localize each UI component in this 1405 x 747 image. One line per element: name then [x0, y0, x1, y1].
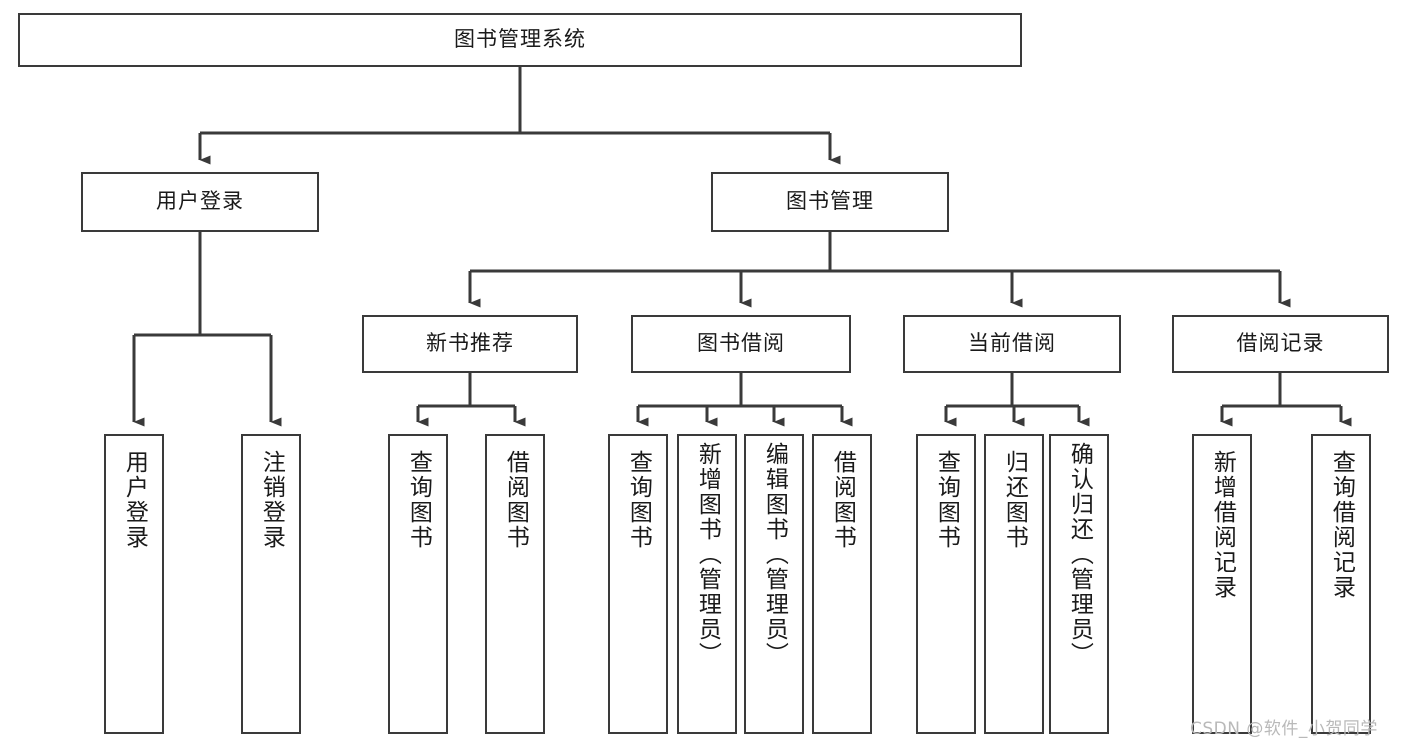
node-label: 查询图书 — [625, 450, 652, 550]
node-label: 新增图书（管理员） — [694, 442, 721, 667]
node-leaf-query-book-current[interactable]: 查询图书 — [916, 434, 976, 734]
node-leaf-edit-book-admin[interactable]: 编辑图书（管理员） — [744, 434, 804, 734]
node-label: 借阅图书 — [502, 450, 529, 550]
node-book-borrow[interactable]: 图书借阅 — [631, 315, 851, 373]
node-label: 借阅记录 — [1236, 331, 1325, 356]
node-label: 图书管理 — [786, 189, 874, 214]
csdn-watermark: CSDN @软件_小贺同学 — [1190, 719, 1378, 739]
node-label: 借阅图书 — [829, 450, 856, 550]
node-leaf-borrow-book-borrow[interactable]: 借阅图书 — [812, 434, 872, 734]
node-label: 查询图书 — [933, 450, 960, 550]
node-borrow-record[interactable]: 借阅记录 — [1172, 315, 1389, 373]
node-label: 新增借阅记录 — [1209, 450, 1236, 600]
node-label: 注销登录 — [258, 450, 285, 550]
node-label: 用户登录 — [121, 450, 148, 550]
node-leaf-confirm-return-admin[interactable]: 确认归还（管理员） — [1049, 434, 1109, 734]
node-label: 查询图书 — [405, 450, 432, 550]
node-leaf-borrow-book-recommend[interactable]: 借阅图书 — [485, 434, 545, 734]
node-user-login[interactable]: 用户登录 — [81, 172, 319, 232]
node-current-borrow[interactable]: 当前借阅 — [903, 315, 1121, 373]
node-label: 归还图书 — [1001, 450, 1028, 550]
node-leaf-query-book-borrow[interactable]: 查询图书 — [608, 434, 668, 734]
node-label: 查询借阅记录 — [1328, 450, 1355, 600]
node-root-system[interactable]: 图书管理系统 — [18, 13, 1022, 67]
node-leaf-add-borrow-record[interactable]: 新增借阅记录 — [1192, 434, 1252, 734]
node-label: 确认归还（管理员） — [1066, 442, 1093, 667]
node-leaf-return-book[interactable]: 归还图书 — [984, 434, 1044, 734]
node-leaf-user-login[interactable]: 用户登录 — [104, 434, 164, 734]
node-label: 图书借阅 — [697, 331, 785, 356]
node-leaf-query-book-recommend[interactable]: 查询图书 — [388, 434, 448, 734]
node-leaf-logout[interactable]: 注销登录 — [241, 434, 301, 734]
node-book-manage[interactable]: 图书管理 — [711, 172, 949, 232]
node-label: 图书管理系统 — [454, 27, 586, 52]
node-label: 新书推荐 — [426, 331, 514, 356]
node-label: 当前借阅 — [968, 331, 1056, 356]
node-label: 用户登录 — [156, 189, 244, 214]
node-leaf-add-book-admin[interactable]: 新增图书（管理员） — [677, 434, 737, 734]
node-leaf-query-borrow-record[interactable]: 查询借阅记录 — [1311, 434, 1371, 734]
node-new-book-recommend[interactable]: 新书推荐 — [362, 315, 578, 373]
node-label: 编辑图书（管理员） — [761, 442, 788, 667]
